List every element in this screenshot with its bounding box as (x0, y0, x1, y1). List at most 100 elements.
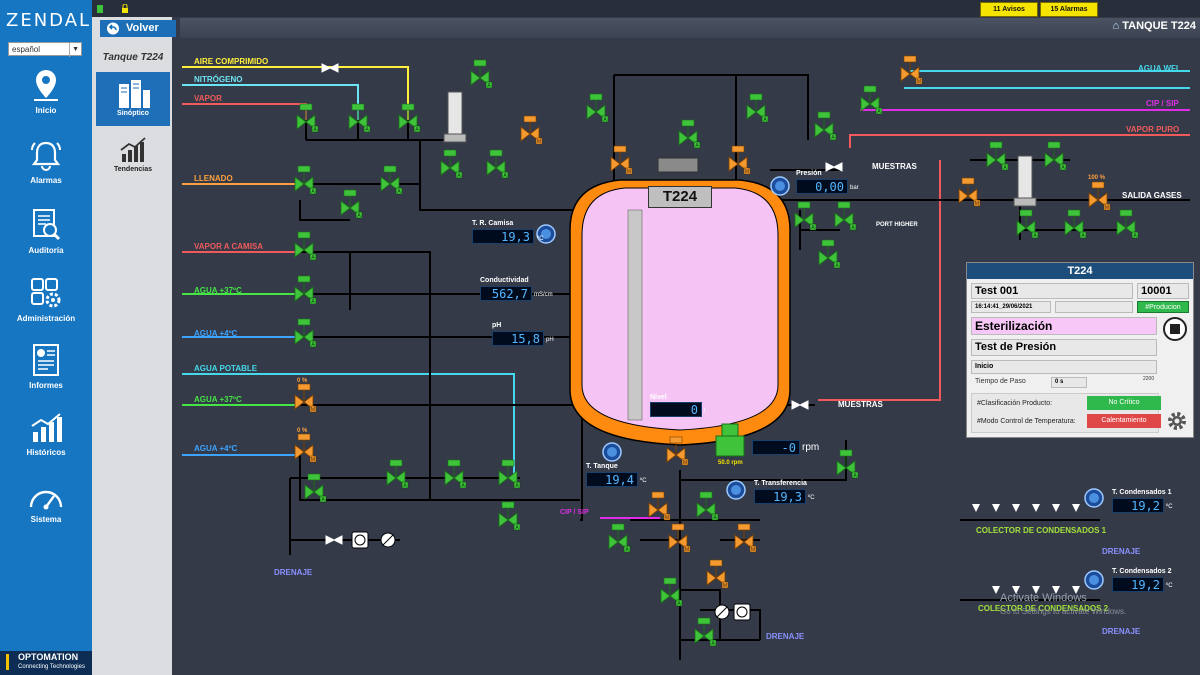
nav-label: Alarmas (30, 176, 62, 185)
back-label: Volver (126, 22, 159, 34)
ph-unit: pH (546, 337, 554, 343)
tab-label: Tendencias (114, 166, 152, 173)
ttanque-unit: ºC (640, 478, 647, 484)
label-drenaje-4: DRENAJE (1102, 627, 1141, 636)
ttanque-gauge-icon (602, 442, 622, 462)
nav-administracion[interactable]: Administración (0, 276, 92, 338)
clasificacion-value[interactable]: No Crítico (1087, 396, 1161, 410)
brand-tagline: Connecting Technologies (18, 664, 85, 670)
tab-tendencias[interactable]: Tendencias (96, 134, 170, 188)
nivel-value: 0 (650, 402, 702, 417)
tcond2-gauge-icon (1084, 570, 1104, 590)
tcond1-value: 19,2 (1112, 498, 1164, 513)
ttransfer-gauge-icon (726, 480, 746, 500)
valve-pct-2: 0 % (297, 428, 308, 434)
nav-label: Históricos (26, 448, 66, 457)
factory-icon (119, 80, 150, 108)
label-agua37-a: AGUA +37ºC (194, 286, 242, 295)
panel-extra: 2200 (1143, 376, 1155, 382)
label-colector-2: COLECTOR DE CONDENSADOS 2 (978, 604, 1109, 613)
tab-sinoptico[interactable]: Sinóptico (96, 72, 170, 126)
tcond2-value: 19,2 (1112, 577, 1164, 592)
time-value: 0 s (1051, 377, 1087, 388)
optomation-brand: OPTOMATION Connecting Technologies (0, 651, 92, 675)
conductividad-unit: mS/cm (534, 292, 553, 298)
ttanque-value: 19,4 (586, 472, 638, 487)
tank-header-label: TANQUE T224 (1122, 20, 1196, 32)
brand-name: OPTOMATION (18, 652, 79, 662)
top-strip-icons (97, 4, 128, 13)
nav-auditoria[interactable]: Auditoría (0, 208, 92, 270)
label-drenaje-2: DRENAJE (766, 632, 805, 641)
nav-label: Informes (29, 381, 63, 390)
nav-label: Auditoría (28, 246, 64, 255)
alarmas-button[interactable]: 15 Alarmas (1040, 2, 1098, 17)
label-llenado: LLENADO (194, 174, 233, 183)
nav-historicos[interactable]: Históricos (0, 412, 92, 474)
gauge-icon (29, 490, 63, 510)
tcond2-label: T. Condensados 2 (1112, 568, 1172, 575)
label-muestras-2: MUESTRAS (838, 400, 883, 409)
bell-icon (31, 141, 61, 171)
tank-name[interactable]: T224 (648, 186, 712, 208)
valve-pct-3: 100 % (1088, 175, 1106, 181)
label-muestras-1: MUESTRAS (872, 162, 917, 171)
trcamisa-label: T. R. Camisa (472, 220, 514, 227)
agitator-motor-icon[interactable] (715, 423, 745, 457)
stop-button[interactable] (1163, 317, 1187, 341)
label-colector-1: COLECTOR DE CONDENSADOS 1 (976, 526, 1107, 535)
ttransfer-label: T. Transferencia (754, 480, 807, 487)
label-agua-potable: AGUA POTABLE (194, 364, 258, 373)
label-vapor: VAPOR (194, 94, 222, 103)
nav-inicio[interactable]: Inicio (0, 68, 92, 130)
tank-header: ⌂ TANQUE T224 (1113, 20, 1196, 32)
time-label: Tiempo de Paso (975, 378, 1026, 385)
trend-chart-icon (120, 137, 146, 162)
language-select[interactable]: español▼ (8, 42, 82, 57)
label-salida-gases: SALIDA GASES (1122, 191, 1182, 200)
tcond1-unit: ºC (1166, 504, 1173, 510)
ph-label: pH (492, 322, 502, 329)
stop-icon (1170, 324, 1180, 334)
label-agua4-a: AGUA +4ºC (194, 329, 238, 338)
panel-title: T224 (967, 263, 1193, 279)
label-vapor-camisa: VAPOR A CAMISA (194, 242, 264, 251)
nav-informes[interactable]: Informes (0, 343, 92, 405)
nav-alarmas[interactable]: Alarmas (0, 140, 92, 202)
top-strip (92, 0, 1200, 17)
nav-label: Administración (16, 314, 76, 323)
label-drenaje-3: DRENAJE (1102, 547, 1141, 556)
step-name: Test de Presión (971, 339, 1157, 356)
panel-datetime: 16:14:41_29/06/2021 (971, 301, 1051, 313)
settings-grid-icon (31, 278, 61, 308)
nav-sistema[interactable]: Sistema (0, 483, 92, 545)
location-pin-icon (34, 70, 58, 101)
nav-label: Sistema (30, 515, 62, 524)
clasificacion-label: #Clasificación Producto: (977, 400, 1053, 407)
rpm-unit: rpm (802, 442, 820, 453)
back-button[interactable]: Volver (100, 20, 176, 37)
label-agua-wfi: AGUA WFI (1138, 64, 1179, 73)
panel-empty-box (1055, 301, 1133, 313)
process-panel: T224 Test 001 10001 16:14:41_29/06/2021 … (966, 262, 1194, 438)
lock-icon[interactable] (122, 8, 128, 13)
modo-label: #Modo Control de Temperatura: (977, 418, 1076, 425)
agitator-speed: 50.0 rpm (718, 460, 743, 466)
recipe-name: Test 001 (971, 283, 1133, 299)
label-port-higher: PORT HIGHER (876, 222, 918, 228)
label-aire: AIRE COMPRIMIDO (194, 57, 269, 66)
header-bar (180, 18, 1200, 38)
rpm-value: -0 (752, 440, 800, 455)
filter-housings (443, 91, 1037, 207)
label-agua37-b: AGUA +37ºC (194, 395, 242, 404)
presion-value: 0,00 (796, 179, 848, 194)
presion-unit: bar (850, 185, 859, 191)
tank-t224[interactable] (569, 157, 791, 446)
trcamisa-value: 19,3 (472, 229, 534, 244)
exit-icon[interactable] (97, 5, 103, 13)
gear-icon[interactable] (1165, 409, 1189, 433)
windows-watermark-hint: Go to Settings to activate Windows. (1000, 607, 1127, 616)
modo-value[interactable]: Calentamiento (1087, 414, 1161, 428)
avisos-button[interactable]: 11 Avisos (980, 2, 1038, 17)
ph-value: 15,8 (492, 331, 544, 346)
